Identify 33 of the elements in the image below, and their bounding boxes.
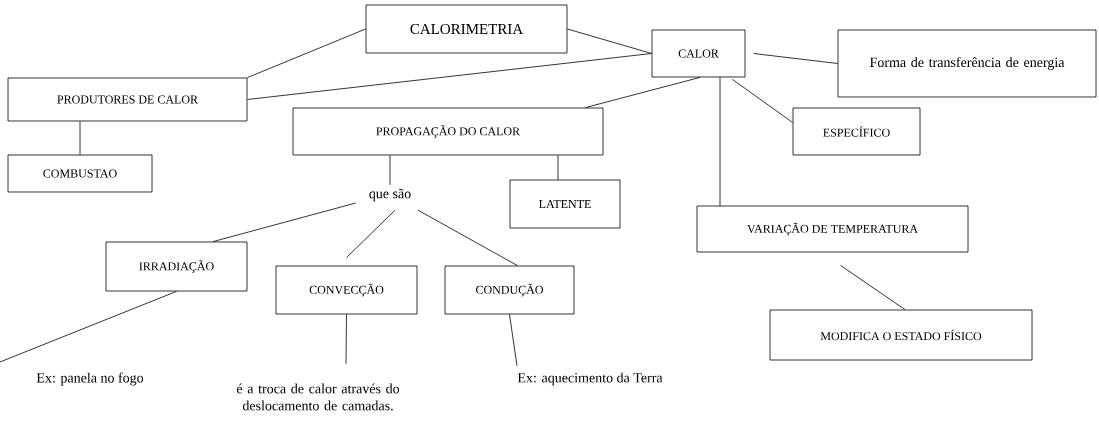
concept-box: VARIAÇÃO DE TEMPERATURA <box>696 205 969 253</box>
note-text: Ex: panela no fogo <box>36 372 144 386</box>
note-text: Ex: aquecimento da Terra <box>517 372 663 386</box>
concept-box: IRRADIAÇÃO <box>105 241 248 292</box>
concept-box: CONDUÇÃO <box>444 265 575 315</box>
concept-box: MODIFICA O ESTADO FÍSICO <box>769 309 1033 361</box>
connector-line <box>345 314 347 365</box>
connector-line <box>732 79 793 123</box>
linking-phrase: que são <box>369 188 411 202</box>
concept-box: PROPAGAÇÃO DO CALOR <box>292 107 604 156</box>
note-text: é a troca de calor através do deslocamento de camadas. <box>236 383 400 411</box>
connector-line <box>79 121 81 155</box>
connector-line <box>389 155 391 186</box>
concept-box: ESPECÍFICO <box>792 107 921 156</box>
connector-line <box>719 77 721 206</box>
connector-line <box>417 209 518 266</box>
concept-box: CONVECÇÃO <box>275 265 418 315</box>
connector-line <box>567 28 652 54</box>
connector-line <box>840 265 906 310</box>
concept-box: LATENTE <box>509 179 621 229</box>
connector-line <box>509 314 518 367</box>
connector-line <box>212 202 357 242</box>
connector-line <box>247 28 366 78</box>
concept-box: Forma de transferência de energia <box>837 29 1097 98</box>
connector-line <box>346 209 396 258</box>
connector-line <box>585 77 701 108</box>
connector-line <box>753 53 838 64</box>
concept-box: PRODUTORES DE CALOR <box>7 77 248 122</box>
concept-box: COMBUSTAO <box>7 154 153 193</box>
concept-box: CALORIMETRIA <box>365 4 568 54</box>
connector-line <box>247 53 652 100</box>
concept-box: CALOR <box>651 29 746 78</box>
connector-line <box>557 155 559 180</box>
